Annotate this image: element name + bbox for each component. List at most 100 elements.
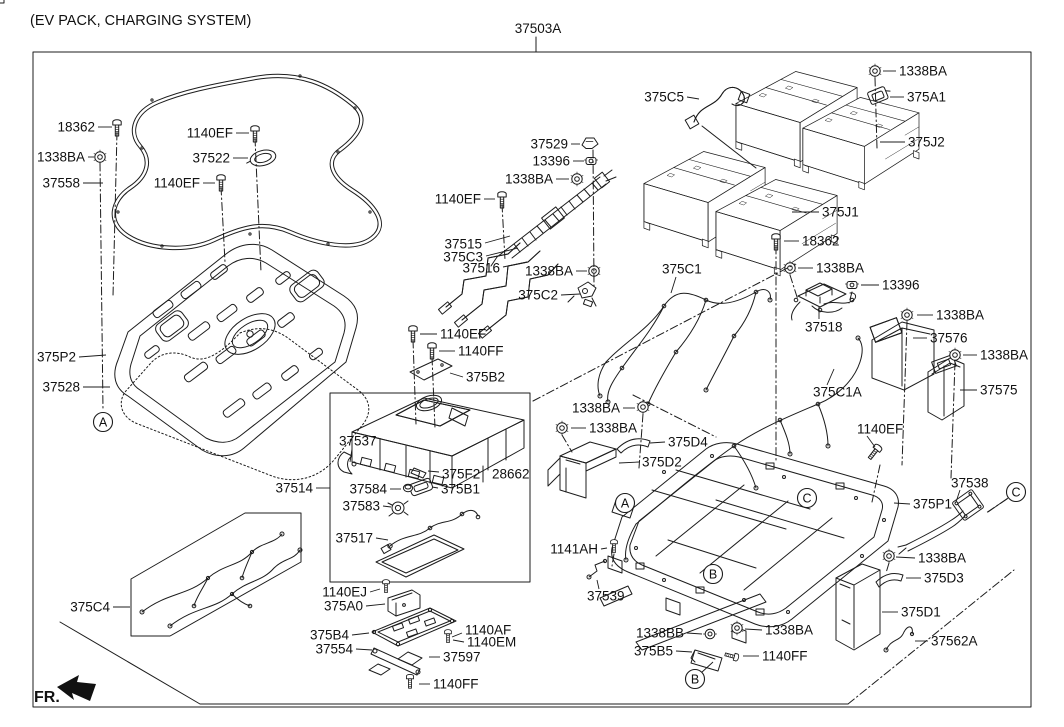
part-number-label: 37517 <box>335 531 373 546</box>
part-callout-375C5: 375C5 <box>644 90 700 105</box>
part-callout-1338BA: 1338BA <box>883 64 947 79</box>
part-callout-375C4: 375C4 <box>70 600 130 615</box>
part-number-label: 375C3 <box>443 250 483 265</box>
part-number-label: 37575 <box>980 383 1018 398</box>
charger-unit <box>351 394 525 489</box>
part-number-label: 37554 <box>315 642 353 657</box>
part-callout-375D1: 375D1 <box>882 605 941 620</box>
part-number-label: 1140FF <box>762 649 808 664</box>
cover-gasket <box>120 328 370 481</box>
part-callout-1338BA: 1338BA <box>895 551 966 566</box>
part-callout-13396: 13396 <box>861 278 920 293</box>
part-callout-1140EF: 1140EF <box>187 126 249 141</box>
part-number-label: 1338BA <box>918 551 966 566</box>
nut-icon <box>555 420 569 436</box>
part-number-label: 1140EJ <box>322 585 367 600</box>
part-callout-37575: 37575 <box>960 383 1018 398</box>
part-callout-37558: 37558 <box>42 176 103 191</box>
part-callout-375F2: 375F2 <box>427 467 480 482</box>
part-callout-1140EF: 1140EF <box>435 192 495 207</box>
svg-text:B: B <box>691 673 699 687</box>
part-callout-37522: 37522 <box>192 151 248 166</box>
part-callout-37554: 37554 <box>315 642 373 657</box>
part-number-label: 37583 <box>342 499 380 514</box>
inlet-duct-37575 <box>927 354 965 421</box>
part-number-label: 375C4 <box>70 600 110 615</box>
nut-icon <box>570 171 584 187</box>
sensor-rod-37538 <box>897 489 984 555</box>
part-number-label: 37515 <box>444 237 482 252</box>
nut-icon <box>882 548 896 564</box>
part-number-label: 37584 <box>349 482 387 497</box>
pads-37597 <box>368 651 423 676</box>
part-number-label: 375C1A <box>813 385 862 400</box>
grommet-37522 <box>246 149 277 167</box>
nut-icon <box>900 307 914 323</box>
part-number-label: 1338BA <box>572 401 620 416</box>
part-number-label: 1338BB <box>636 626 684 641</box>
part-number-label: 375C2 <box>518 288 558 303</box>
bolt-icon <box>382 579 390 593</box>
part-number-label: 375J1 <box>822 205 859 220</box>
part-number-label: 1140FF <box>433 677 479 692</box>
capnut-icon <box>402 483 414 493</box>
part-callout-375B2: 375B2 <box>449 370 505 385</box>
part-number-label: 37514 <box>275 481 313 496</box>
part-number-label: 375J2 <box>908 135 945 150</box>
insulation-sheet <box>375 534 465 578</box>
nut-icon <box>93 149 107 165</box>
plate-375b2 <box>409 358 453 381</box>
part-callout-28662: 28662 <box>492 467 530 482</box>
part-callout-37584: 37584 <box>349 482 401 497</box>
part-callout-37583: 37583 <box>342 499 392 514</box>
svg-text:C: C <box>802 492 811 506</box>
part-number-label: 375D2 <box>642 455 682 470</box>
part-callout-37562A: 37562A <box>915 634 978 649</box>
part-number-label: 1140EF <box>187 126 233 141</box>
part-callout-37517: 37517 <box>335 531 389 546</box>
svg-text:A: A <box>621 497 630 511</box>
part-number-label: 37518 <box>805 320 843 335</box>
sensor-375a1 <box>867 86 891 105</box>
part-callout-375D3: 375D3 <box>906 571 964 586</box>
part-number-label: 1140FF <box>458 344 504 359</box>
junction-connector-37518 <box>791 282 857 321</box>
fr-direction-arrow-icon <box>57 675 96 701</box>
part-callout-1338BA: 1338BA <box>917 308 984 323</box>
part-callout-37529: 37529 <box>530 137 580 152</box>
part-number-label: 1338BA <box>589 421 637 436</box>
wedge-375f2 <box>410 467 427 479</box>
fr-label: FR. <box>34 689 60 706</box>
jumper-cable-375c5 <box>684 87 751 130</box>
part-callout-37514: 37514 <box>275 481 330 496</box>
part-number-label: 37562A <box>931 634 978 649</box>
strap-375d3 <box>875 573 904 588</box>
part-number-label: 1338BA <box>765 623 813 638</box>
wiring-harness-375c1a <box>623 335 863 563</box>
part-number-label: 1140AF <box>465 623 511 638</box>
section-marker-C: C <box>796 487 818 509</box>
part-number-label: 375A0 <box>324 599 363 614</box>
part-number-label: 37537 <box>339 434 377 449</box>
part-number-label: 1140EF <box>440 327 486 342</box>
part-number-label: 37538 <box>951 476 989 491</box>
part-callout-1338BA: 1338BA <box>571 421 637 436</box>
duct-375d1 <box>835 563 881 651</box>
part-number-label: 375B4 <box>310 628 350 643</box>
duct-375d2 <box>547 441 617 499</box>
part-callout-1141AH: 1141AH <box>550 542 608 557</box>
part-callout-375J2: 375J2 <box>880 135 945 150</box>
part-callout-375P1: 375P1 <box>893 497 952 512</box>
part-callout-375C1A: 375C1A <box>813 368 862 400</box>
inlet-duct-37576 <box>869 317 935 391</box>
part-number-label: 375B5 <box>634 644 673 659</box>
part-callout-375B1: 375B1 <box>431 482 480 497</box>
part-callout-37518: 37518 <box>805 306 843 335</box>
strap-375d4 <box>616 438 651 454</box>
subassembly-box-37514 <box>329 392 531 583</box>
part-callout-1140EF: 1140EF <box>154 176 215 191</box>
tray-375b4 <box>371 607 457 647</box>
part-callout-1338BA: 1338BA <box>744 623 813 638</box>
